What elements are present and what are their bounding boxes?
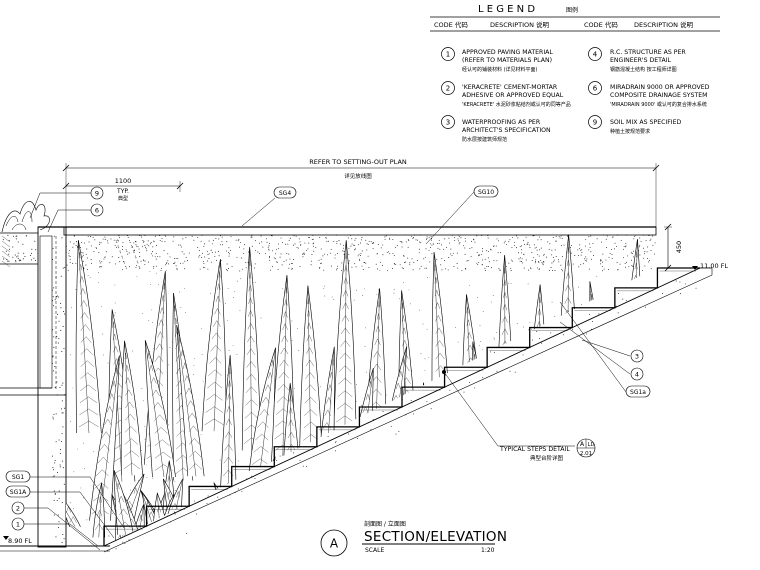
- level-top: 11.00 FL: [692, 262, 728, 270]
- callout-sg1: SG1: [5, 470, 125, 529]
- tag-sg4: SG4: [279, 190, 291, 197]
- legend-col-desc-1: DESCRIPTION 说明: [490, 20, 550, 29]
- width-value: 1100: [115, 177, 132, 185]
- steps-detail-ref-letter: A: [580, 441, 585, 448]
- legend-item-2-num: 2: [446, 85, 450, 93]
- height-value: 450: [675, 241, 683, 253]
- legend-item-3-line-3: 防水层按建筑师规范: [462, 136, 507, 143]
- planter-wall: [0, 201, 657, 552]
- title-letter: A: [330, 537, 339, 551]
- callout-6: 6: [47, 203, 104, 233]
- legend-item-9-line-1: SOIL MIX AS SPECIFIED: [610, 119, 682, 126]
- callout-2-num: 2: [16, 505, 20, 513]
- legend-item-1-line-1: APPROVED PAVING MATERIAL: [462, 49, 553, 56]
- steps-detail-label: TYPICAL STEPS DETAIL: [499, 446, 570, 453]
- legend-item-3-num: 3: [446, 119, 450, 127]
- legend-item-6-line-3: 'MIRADRAIN 9000' 或认可的复合排水系统: [610, 101, 707, 108]
- legend-item-2: 2 'KERACRETE' CEMENT-MORTAR ADHESIVE OR …: [441, 81, 571, 108]
- tag-sg1a-right: SG1a: [630, 389, 646, 396]
- callout-6-num: 6: [95, 207, 99, 215]
- callout-2: 2: [11, 501, 101, 551]
- setting-out-dimension: REFER TO SETTING-OUT PLAN 详见放线图: [62, 158, 660, 228]
- scale-value: 1:20: [481, 547, 495, 554]
- legend-item-9-num: 9: [593, 119, 597, 127]
- height-dimension: 450: [664, 223, 700, 272]
- level-top-value: 11.00 FL: [700, 262, 728, 270]
- agave-planting: [66, 234, 656, 546]
- legend-col-desc-2: DESCRIPTION 说明: [634, 20, 694, 29]
- legend-item-1-line-3: 经认可的铺装材料 (详见材料平面): [462, 66, 538, 73]
- title-cn: 剖面图 / 立面图: [364, 520, 406, 528]
- width-typ: TYP.: [116, 188, 129, 195]
- title-block: A 剖面图 / 立面图 SECTION/ELEVATION SCALE 1:20: [320, 520, 507, 557]
- steps-detail-ref-sheet: 2.01: [580, 451, 592, 457]
- staircase: [103, 267, 713, 553]
- legend-title-cn: 图例: [566, 6, 578, 14]
- callout-9-num: 9: [95, 190, 99, 198]
- callout-3-num: 3: [635, 353, 639, 361]
- legend-col-code-2: CODE 代码: [584, 20, 618, 29]
- steps-detail-ref-code: LD: [588, 442, 595, 448]
- callout-1: 1: [11, 517, 99, 547]
- legend-item-1-num: 1: [446, 51, 450, 59]
- setting-out-label-cn: 详见放线图: [344, 172, 372, 180]
- level-bottom-value: 8.90 FL: [8, 537, 32, 545]
- setting-out-label: REFER TO SETTING-OUT PLAN: [309, 158, 407, 166]
- legend-item-3-line-1: WATERPROOFING AS PER: [462, 119, 541, 126]
- legend-item-4-line-1: R.C. STRUCTURE AS PER: [610, 49, 686, 56]
- scale-label: SCALE: [365, 547, 384, 554]
- legend-item-4-num: 4: [593, 51, 598, 59]
- callout-9: 9: [29, 186, 104, 219]
- callout-1-num: 1: [16, 521, 20, 529]
- legend-item-4-line-2: ENGINEER'S DETAIL: [610, 57, 672, 64]
- callout-4-right: 4: [559, 321, 644, 381]
- title-main: SECTION/ELEVATION: [364, 529, 507, 545]
- width-typ-cn: 典型: [118, 195, 128, 202]
- level-bottom: 8.90 FL: [3, 536, 32, 545]
- tag-sg1a-left: SG1A: [10, 489, 27, 496]
- callout-3-right: 3: [581, 339, 644, 363]
- width-dimension: 1100 TYP. 典型: [62, 177, 184, 202]
- callout-4-num: 4: [635, 371, 639, 379]
- legend-item-2-line-2: ADHESIVE OR APPROVED EQUAL: [462, 92, 564, 99]
- legend-item-9-line-2: 种植土按规范要求: [610, 128, 650, 135]
- legend-item-3: 3 WATERPROOFING AS PER ARCHITECT'S SPECI…: [441, 115, 551, 143]
- legend-item-6-line-2: COMPOSITE DRAINAGE SYSTEM: [610, 92, 708, 99]
- callout-sg10: SG10: [425, 185, 499, 245]
- callout-sg4: SG4: [241, 186, 297, 227]
- tag-sg1: SG1: [12, 474, 24, 481]
- legend-item-3-line-2: ARCHITECT'S SPECIFICATION: [462, 127, 551, 134]
- callout-sg1a-right: SG1a: [559, 301, 651, 398]
- callout-sg1a-left: SG1A: [5, 485, 115, 539]
- stair-soffit: [103, 267, 701, 547]
- legend-item-4-line-3: 钢筋混凝土结构 按工程师详图: [610, 66, 677, 73]
- typical-steps-detail-callout: TYPICAL STEPS DETAIL 典型台阶详图 A LD 2.01: [442, 370, 596, 462]
- legend-item-6: 6 MIRADRAIN 9000 OR APPROVED COMPOSITE D…: [588, 81, 710, 108]
- wall-hatch: [1, 234, 66, 543]
- steps-detail-label-cn: 典型台阶详图: [530, 454, 564, 462]
- legend-item-6-line-1: MIRADRAIN 9000 OR APPROVED: [610, 84, 710, 91]
- legend-item-2-line-3: 'KERACRETE' 水泥砂浆粘结剂或认可的同等产品: [462, 101, 571, 108]
- legend-item-2-line-1: 'KERACRETE' CEMENT-MORTAR: [462, 84, 558, 91]
- legend-item-6-num: 6: [593, 85, 598, 93]
- legend-item-1-line-2: (REFER TO MATERIALS PLAN): [462, 57, 552, 64]
- tag-sg10: SG10: [478, 189, 494, 196]
- legend-item-1: 1 APPROVED PAVING MATERIAL (REFER TO MAT…: [441, 47, 553, 73]
- legend: L E G E N D 图例 CODE 代码 DESCRIPTION 说明 CO…: [430, 4, 720, 143]
- legend-title: L E G E N D: [478, 4, 535, 15]
- legend-col-code-1: CODE 代码: [434, 20, 468, 29]
- legend-item-9: 9 SOIL MIX AS SPECIFIED 种植土按规范要求: [588, 115, 682, 135]
- legend-item-4: 4 R.C. STRUCTURE AS PER ENGINEER'S DETAI…: [588, 47, 686, 73]
